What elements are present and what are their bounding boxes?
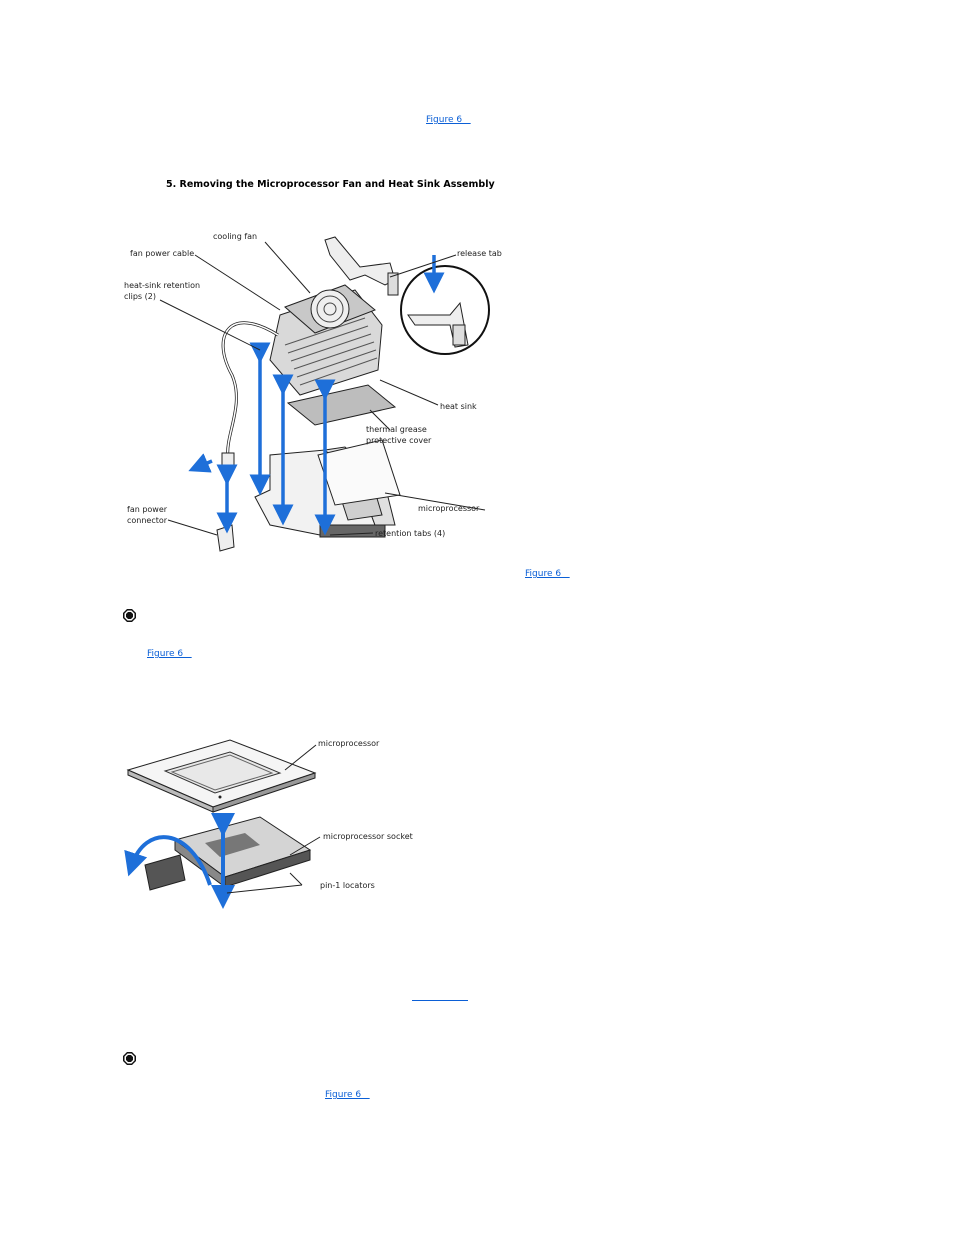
label-fan-power-connector-1: fan power (127, 505, 168, 514)
label-microprocessor: microprocessor (318, 739, 380, 748)
section-heading: 5. Removing the Microprocessor Fan and H… (166, 179, 495, 190)
socket-figure: microprocessor microprocessor socket pin… (124, 739, 413, 909)
figure-6-link[interactable]: Figure 6 (426, 115, 471, 125)
notice-icon (123, 1052, 136, 1065)
label-cooling-fan: cooling fan (213, 232, 257, 241)
figure-6-link[interactable]: Figure 6 (147, 649, 192, 659)
label-heat-sink: heat sink (440, 402, 477, 411)
label-retention-clips-1: heat-sink retention (124, 281, 200, 290)
label-fan-power-cable: fan power cable (130, 249, 194, 258)
figure-6-link[interactable]: Figure 6 (525, 569, 570, 579)
label-thermal-grease-2: protective cover (366, 436, 432, 445)
label-pin1-locators: pin-1 locators (320, 881, 375, 890)
notice-icon (123, 609, 136, 622)
blank-link[interactable] (412, 1000, 468, 1001)
fan-heatsink-figure: cooling fan fan power cable heat-sink re… (124, 232, 502, 552)
figure-6-link[interactable]: Figure 6 (325, 1090, 370, 1100)
label-thermal-grease-1: thermal grease (366, 425, 427, 434)
label-microprocessor: microprocessor (418, 504, 480, 513)
label-retention-tabs: retention tabs (4) (375, 529, 445, 538)
label-release-tab: release tab (457, 249, 502, 258)
label-fan-power-connector-2: connector (127, 516, 168, 525)
label-microprocessor-socket: microprocessor socket (323, 832, 413, 841)
label-retention-clips-2: clips (2) (124, 292, 156, 301)
